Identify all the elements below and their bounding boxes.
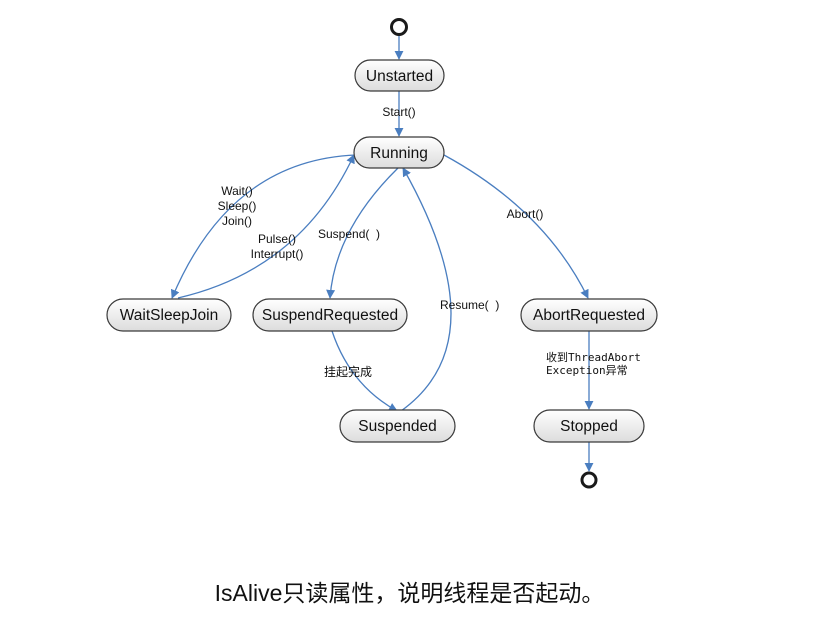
state-label: WaitSleepJoin: [120, 307, 219, 324]
label-abort: Abort(): [507, 207, 544, 221]
edge-waitsleepjoin-to-running: [177, 154, 355, 299]
label-wait: Wait(): [221, 184, 253, 198]
label-suspend: Suspend( ): [318, 227, 380, 241]
label-sleep: Sleep(): [218, 199, 257, 213]
label-abort-exception-line2: Exception异常: [546, 364, 628, 377]
state-label: Unstarted: [366, 68, 433, 85]
label-resume: Resume( ): [440, 298, 499, 312]
label-suspend-complete: 挂起完成: [324, 364, 372, 379]
caption-description: 只读属性，说明线程是否起动。: [282, 581, 605, 607]
label-join: Join(): [222, 214, 252, 228]
state-suspendrequested: SuspendRequested: [252, 298, 408, 332]
state-label: Running: [370, 145, 428, 162]
state-suspended: Suspended: [339, 409, 456, 443]
edge-running-to-waitsleepjoin: [170, 154, 357, 299]
edges: [170, 35, 594, 472]
state-label: Suspended: [358, 418, 436, 435]
state-label: Stopped: [560, 418, 618, 435]
state-label: AbortRequested: [533, 307, 645, 324]
edge-suspended-to-running: [400, 167, 452, 412]
edge-labels: Start() Wait() Sleep() Join() Pulse() In…: [218, 105, 641, 379]
label-interrupt: Interrupt(): [251, 247, 304, 261]
state-abortrequested: AbortRequested: [520, 298, 658, 332]
label-pulse: Pulse(): [258, 232, 296, 246]
state-waitsleepjoin: WaitSleepJoin: [106, 298, 232, 332]
state-running: Running: [353, 136, 445, 169]
state-stopped: Stopped: [533, 409, 645, 443]
label-abort-exception-line1: 收到ThreadAbort: [546, 350, 641, 364]
label-start: Start(): [382, 105, 415, 119]
edge-running-to-abortrequested: [443, 154, 589, 299]
edge-suspendrequested-to-suspended: [331, 330, 398, 412]
state-unstarted: Unstarted: [354, 59, 445, 92]
caption-property-name: IsAlive: [214, 580, 283, 606]
edge-running-to-suspendrequested: [326, 167, 399, 299]
final-state-icon: [580, 471, 598, 489]
diagram-caption: IsAlive只读属性，说明线程是否起动。: [0, 574, 819, 608]
initial-state-icon: [390, 18, 408, 36]
state-label: SuspendRequested: [262, 307, 398, 324]
